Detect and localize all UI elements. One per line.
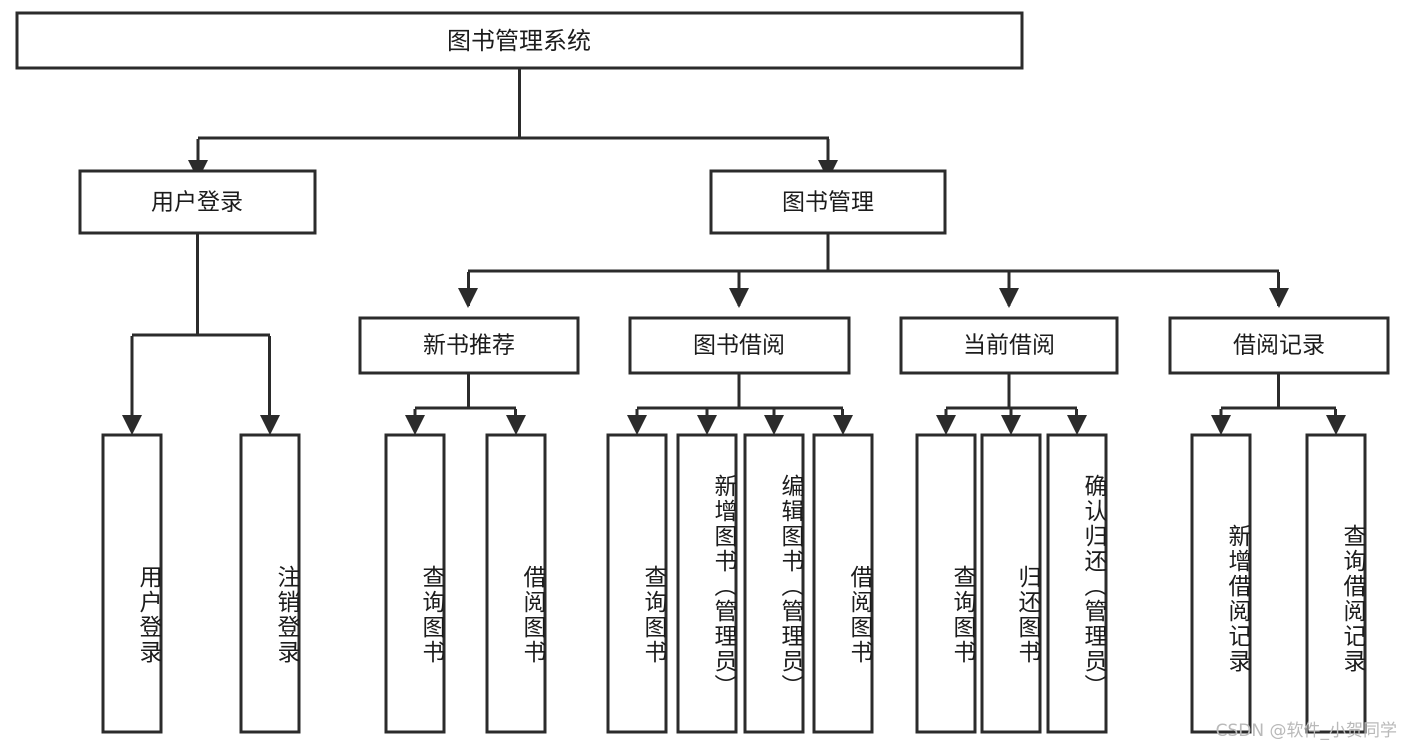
connector-user-login-branch [130,233,271,423]
leaf-box-logout[interactable] [239,433,301,734]
node-book-borrow-label: 图书借阅 [693,333,785,359]
leaf-box-borrow-book-recommend[interactable] [485,433,547,734]
node-root[interactable]: 图书管理系统 [15,11,1024,70]
leaf-label-borrow-book: 借阅图书 [846,564,872,665]
node-new-book-recommend-label: 新书推荐 [423,333,515,359]
leaf-label-query-book-borrow: 查询图书 [640,564,666,665]
leaf-box-query-book-current[interactable] [915,433,977,734]
leaf-box-query-book-borrow[interactable] [606,433,668,734]
node-root-label: 图书管理系统 [447,27,591,55]
leaf-label-query-borrow-record: 查询借阅记录 [1339,523,1365,674]
leaf-label-logout: 注销登录 [273,564,299,665]
arrow-head-icon [697,415,717,435]
arrow-head-icon [729,288,749,308]
leaf-label-user-login: 用户登录 [135,564,161,665]
connector-book-borrow-branch [635,373,844,423]
leaf-label-confirm-return-admin: 确认归还（管理员） [1080,474,1106,699]
node-user-login-label: 用户登录 [151,190,243,216]
arrow-head-icon [506,415,526,435]
arrow-head-icon [1211,415,1231,435]
connector-new-book-recommend-branch [413,373,517,423]
node-user-login[interactable]: 用户登录 [78,169,317,235]
leaf-box-confirm-return-admin[interactable] [1046,433,1108,734]
node-borrow-records-label: 借阅记录 [1233,333,1325,359]
arrow-head-icon [999,288,1019,308]
arrow-head-icon [1067,415,1087,435]
arrow-head-icon [936,415,956,435]
arrow-head-icon [260,415,280,435]
leaf-box-query-book-recommend[interactable] [384,433,446,734]
connector-root-trunk [196,68,830,160]
arrow-head-icon [1269,288,1289,308]
arrow-head-icon [458,288,478,308]
connector-book-management-branch [467,233,1280,306]
leaf-box-query-borrow-record[interactable] [1305,433,1367,734]
leaf-box-return-book[interactable] [980,433,1042,734]
csdn-watermark: CSDN @软件_小贺同学 [1215,721,1397,741]
connector-borrow-records-branch [1219,373,1337,423]
leaf-label-add-book-admin: 新增图书（管理员） [710,474,736,699]
leaf-label-query-book-current: 查询图书 [949,564,975,665]
leaf-label-return-book: 归还图书 [1014,564,1040,665]
arrow-head-icon [833,415,853,435]
leaf-box-add-borrow-record[interactable] [1190,433,1252,734]
node-book-management[interactable]: 图书管理 [709,169,947,235]
leaf-label-query-book-recommend: 查询图书 [418,564,444,665]
leaf-box-user-login[interactable] [101,433,163,734]
leaf-box-add-book-admin[interactable] [676,433,738,734]
node-current-borrow[interactable]: 当前借阅 [899,316,1119,375]
leaf-label-edit-book-admin: 编辑图书（管理员） [777,474,803,699]
arrow-head-icon [122,415,142,435]
node-current-borrow-label: 当前借阅 [963,333,1055,359]
node-borrow-records[interactable]: 借阅记录 [1168,316,1390,375]
node-book-management-label: 图书管理 [782,190,874,216]
arrow-head-icon [764,415,784,435]
node-new-book-recommend[interactable]: 新书推荐 [358,316,580,375]
leaf-box-edit-book-admin[interactable] [743,433,805,734]
arrow-head-icon [1001,415,1021,435]
leaf-box-borrow-book[interactable] [812,433,874,734]
arrow-head-icon [405,415,425,435]
node-book-borrow[interactable]: 图书借阅 [628,316,851,375]
leaf-label-add-borrow-record: 新增借阅记录 [1224,523,1250,674]
leaf-boxes [101,433,1367,734]
arrow-head-icon [627,415,647,435]
arrow-head-icon [1326,415,1346,435]
leaf-label-borrow-book-recommend: 借阅图书 [519,564,545,665]
